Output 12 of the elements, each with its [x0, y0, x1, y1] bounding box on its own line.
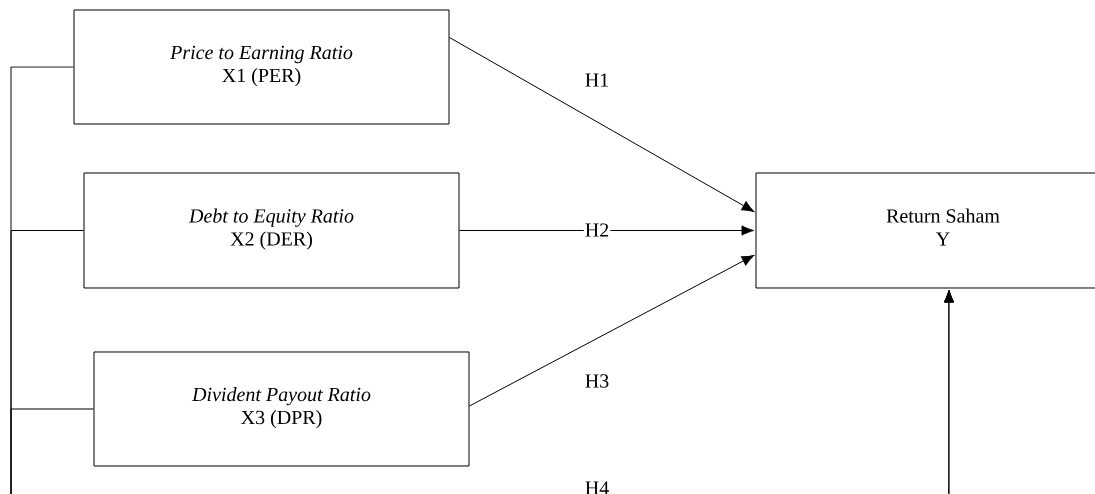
- variable-box: Price to Earning Ratio X1 (PER): [73, 9, 450, 125]
- variable-box: Debt to Equity Ratio X2 (DER): [83, 172, 460, 289]
- edge-label: H2: [583, 222, 611, 238]
- arrow: [10, 289, 955, 494]
- variable-box: Divident Payout Ratio X3 (DPR): [93, 351, 470, 467]
- arrow: [459, 225, 755, 236]
- variable-box: Return Saham Y: [755, 172, 1095, 289]
- arrow: [469, 254, 755, 407]
- edge-label: H4: [583, 480, 611, 494]
- edge-label: H3: [583, 373, 611, 389]
- edge-label: H1: [583, 72, 611, 88]
- arrow: [449, 37, 755, 212]
